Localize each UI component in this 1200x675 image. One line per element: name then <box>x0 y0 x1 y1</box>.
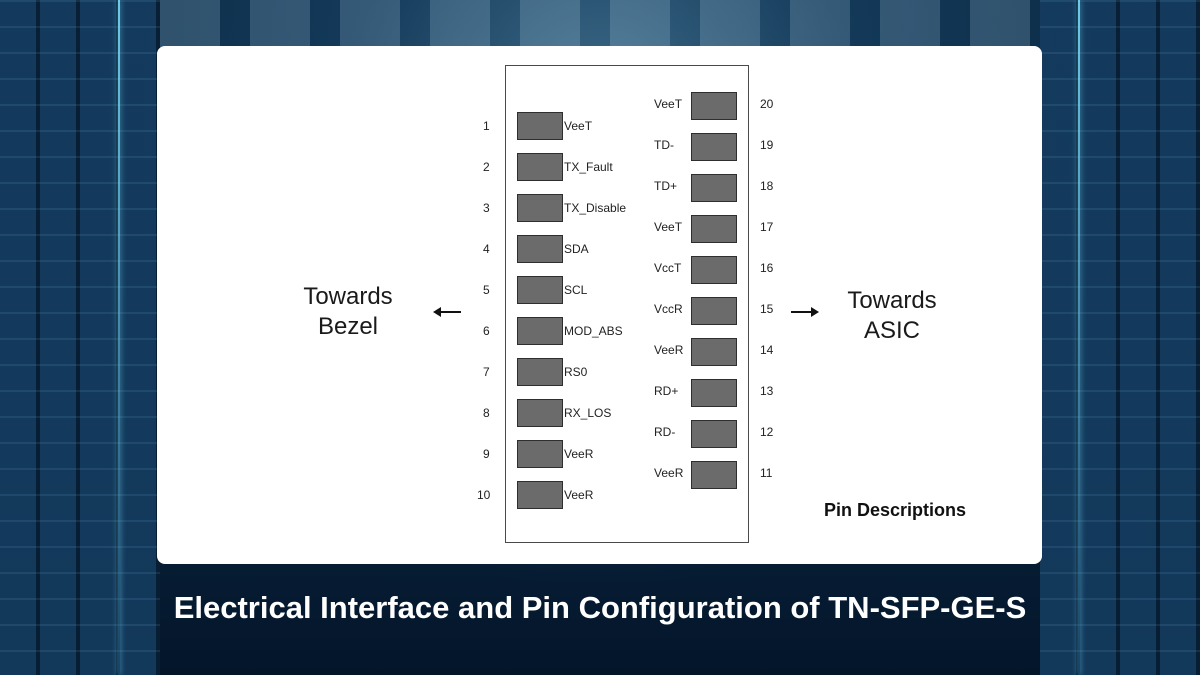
right-pin-pad <box>691 92 737 120</box>
right-pin-number: 16 <box>760 261 774 275</box>
towards-bezel-label: Towards Bezel <box>285 282 411 342</box>
server-rack-left <box>0 0 160 675</box>
towards-asic-line2: ASIC <box>863 317 920 344</box>
left-pin-number: 6 <box>483 324 490 338</box>
left-pin-pad <box>517 194 563 222</box>
page-title: Electrical Interface and Pin Configurati… <box>173 590 1027 625</box>
left-pin-pad <box>517 399 563 427</box>
right-pin-pad <box>691 297 737 325</box>
left-pin-number: 2 <box>483 160 490 174</box>
towards-bezel-line2: Bezel <box>317 313 379 340</box>
left-pin-label: RX_LOS <box>564 406 612 420</box>
right-pin-label: VccT <box>654 261 682 275</box>
ceiling-lights <box>160 0 1040 50</box>
left-pin-label: TX_Disable <box>564 201 627 215</box>
left-pin-pad <box>517 276 563 304</box>
light-strip-left <box>118 0 120 675</box>
left-pin-label: RS0 <box>564 365 588 379</box>
server-rack-right <box>1040 0 1200 675</box>
right-pin-number: 11 <box>760 466 773 480</box>
right-pin-pad <box>691 174 737 202</box>
right-pin-label: VeeT <box>654 97 683 111</box>
right-pin-number: 18 <box>760 179 774 193</box>
left-pin-number: 4 <box>483 242 490 256</box>
left-pin-pad <box>517 112 563 140</box>
right-pin-number: 15 <box>760 302 774 316</box>
left-pin-number: 10 <box>477 488 491 502</box>
left-pin-label: SCL <box>564 283 588 297</box>
right-pin-label: VccR <box>654 302 683 316</box>
right-pin-pad <box>691 461 737 489</box>
left-pin-number: 9 <box>483 447 490 461</box>
left-pin-pad <box>517 235 563 263</box>
left-pin-label: VeeR <box>564 447 594 461</box>
left-pin-number: 1 <box>483 119 490 133</box>
left-pin-label: VeeR <box>564 488 594 502</box>
right-pin-number: 17 <box>760 220 774 234</box>
right-pin-number: 20 <box>760 97 774 111</box>
left-pin-pad <box>517 153 563 181</box>
diagram-panel: Towards Bezel Towards ASIC Pin Descripti… <box>157 46 1042 564</box>
right-pin-pad <box>691 420 737 448</box>
left-pin-label: MOD_ABS <box>564 324 623 338</box>
left-pin-label: SDA <box>564 242 589 256</box>
right-pin-pad <box>691 133 737 161</box>
right-pin-label: VeeR <box>654 466 684 480</box>
left-pin-pad <box>517 358 563 386</box>
right-pin-label: VeeT <box>654 220 683 234</box>
right-pin-label: VeeR <box>654 343 684 357</box>
right-pin-label: TD- <box>654 138 674 152</box>
right-pin-number: 12 <box>760 425 774 439</box>
left-pin-number: 7 <box>483 365 490 379</box>
right-pin-number: 19 <box>760 138 774 152</box>
towards-asic-label: Towards ASIC <box>829 286 955 346</box>
left-pin-number: 5 <box>483 283 490 297</box>
left-pin-label: TX_Fault <box>564 160 613 174</box>
right-pin-pad <box>691 338 737 366</box>
pin-descriptions-label: Pin Descriptions <box>824 500 967 520</box>
right-pin-label: RD+ <box>654 384 679 398</box>
right-pin-pad <box>691 379 737 407</box>
left-pin-pad <box>517 440 563 468</box>
left-pin-label: VeeT <box>564 119 593 133</box>
towards-bezel-line1: Towards <box>303 283 393 310</box>
left-pin-pad <box>517 317 563 345</box>
right-pin-number: 13 <box>760 384 774 398</box>
light-strip-right <box>1078 0 1080 675</box>
left-pin-pad <box>517 481 563 509</box>
right-pin-pad <box>691 256 737 284</box>
right-arrow-icon <box>791 307 819 317</box>
left-arrow-icon <box>433 307 461 317</box>
right-pin-label: RD- <box>654 425 676 439</box>
right-pin-number: 14 <box>760 343 774 357</box>
left-pin-number: 3 <box>483 201 490 215</box>
towards-asic-line1: Towards <box>847 287 937 314</box>
left-pin-number: 8 <box>483 406 490 420</box>
right-pin-pad <box>691 215 737 243</box>
right-pin-label: TD+ <box>654 179 678 193</box>
